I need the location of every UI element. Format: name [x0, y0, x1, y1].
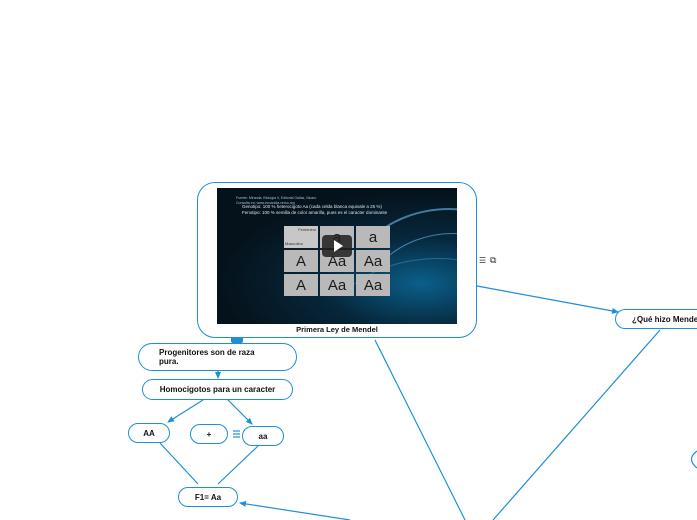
external-link-icon[interactable]: ⧉ — [490, 255, 497, 265]
punnett-female-label: Femenino — [298, 227, 316, 232]
line-bottom-to-F1 — [239, 500, 351, 520]
node-label: AA — [143, 428, 155, 438]
punnett-cell: Aa — [320, 274, 354, 296]
node-label: F1= Aa — [194, 492, 222, 502]
node-AA[interactable]: AA — [128, 423, 170, 443]
video-genotype-text: Genotipo: 100 % heterocigoto Aa (cada ce… — [242, 204, 382, 209]
video-phenotype-text: Fenotipo: 100 % semilla de color amarill… — [242, 210, 388, 215]
node-aa[interactable]: aa — [242, 426, 284, 446]
notes-icon[interactable]: ☰ — [479, 256, 487, 265]
video-node[interactable]: Fuente: Miranda, Biologia II, Editorial … — [197, 182, 477, 338]
line-que-hizo-to-bottom — [492, 329, 661, 520]
node-homocigotos[interactable]: Homocigotos para un caracter — [142, 379, 293, 400]
punnett-row-head: A — [284, 274, 318, 296]
video-thumbnail[interactable]: Fuente: Miranda, Biologia II, Editorial … — [217, 188, 457, 324]
line-homocigotos-to-AA — [167, 399, 204, 423]
line-video-to-bottom — [374, 339, 466, 520]
node-label: Progenitores son de raza pura. — [159, 348, 255, 366]
node-label: aa — [258, 431, 268, 441]
video-credit-text: Fuente: Miranda, Biologia II, Editorial … — [236, 196, 317, 205]
node-que-hizo-mendel[interactable]: ¿Qué hizo Mendel — [615, 309, 697, 329]
punnett-cell: Aa — [356, 250, 390, 272]
punnett-corner: Femenino Masculino — [284, 226, 318, 248]
play-button[interactable] — [322, 235, 352, 257]
punnett-header-cell: a — [356, 226, 390, 248]
play-icon — [333, 240, 343, 252]
node-label: + — [206, 429, 212, 439]
punnett-cell: Aa — [356, 274, 390, 296]
node-label: ¿Qué hizo Mendel — [632, 314, 697, 324]
node-f1[interactable]: F1= Aa — [178, 487, 238, 507]
node-progenitores[interactable]: Progenitores son de raza pura. — [138, 343, 297, 371]
line-homocigotos-to-aa — [227, 399, 253, 425]
punnett-row-head: A — [284, 250, 318, 272]
offscreen-node-edge — [690, 450, 697, 469]
node-label: Homocigotos para un caracter — [159, 385, 276, 394]
line-aa-to-F1 — [217, 445, 259, 485]
line-AA-to-F1 — [159, 442, 199, 485]
line-video-to-que-hizo — [476, 285, 619, 314]
node-connector-handle[interactable] — [231, 338, 243, 343]
node-plus[interactable]: + — [190, 424, 228, 444]
punnett-male-label: Masculino — [285, 241, 304, 246]
punnett-square: Femenino Masculino a a A Aa Aa A Aa Aa — [284, 226, 392, 302]
video-caption: Primera Ley de Mendel — [296, 325, 378, 334]
